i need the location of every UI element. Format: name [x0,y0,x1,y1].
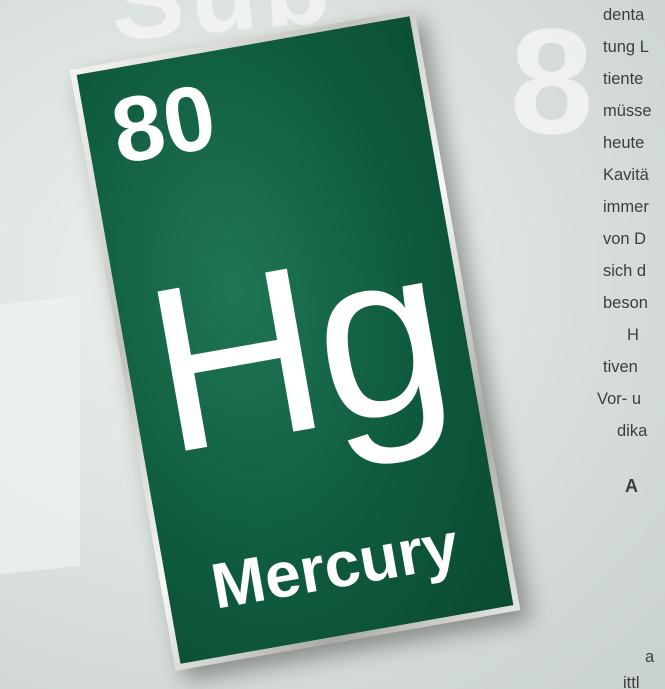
card-face: 80 Hg Mercury [76,16,514,664]
text-line: Vor- u [597,390,642,408]
text-line: immer [603,198,649,216]
text-line: Kavitä [603,166,649,184]
text-line: von D [603,230,647,248]
text-line: müsse [603,102,652,120]
article-text-column: denta tung L tiente müsse heute Kavitä i… [595,0,665,689]
background-watermark-right: 8 [510,0,594,165]
text-line: denta [603,6,645,24]
text-line: a [645,648,655,666]
text-line: tiven [603,358,638,376]
mercury-element-card: 80 Hg Mercury [69,9,521,671]
text-line: dika [617,422,648,440]
background-decoration [0,295,80,575]
text-line: heute [603,134,645,152]
subheading: A [625,476,638,496]
text-line: tung L [603,38,649,56]
text-line: ittl [623,674,640,689]
text-line: beson [603,294,648,312]
text-line: tiente [603,70,644,88]
text-line: H [627,326,639,344]
atomic-number: 80 [104,65,224,184]
element-symbol: Hg [129,193,464,504]
text-line: sich d [603,262,647,280]
element-name: Mercury [205,508,464,623]
